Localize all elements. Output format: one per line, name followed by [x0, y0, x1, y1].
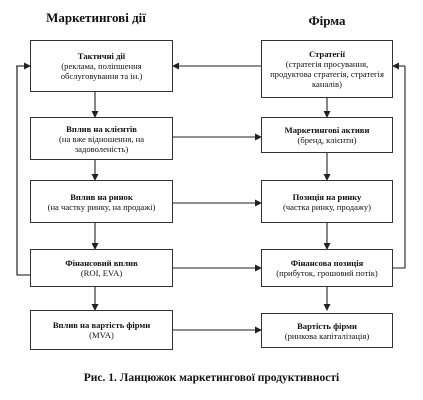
box-title: Вартість фірми: [297, 320, 357, 331]
box-strategies: Стратегії (стратегія просування, продукт…: [261, 40, 393, 98]
box-title: Тактичні дії: [77, 51, 126, 61]
box-subtitle: (реклама, поліпшення обслуговування та і…: [60, 61, 143, 81]
box-title: Маркетингові активи: [284, 125, 370, 135]
box-title: Вплив на ринок: [70, 191, 133, 202]
box-title: Вплив на вартість фірми: [52, 320, 151, 330]
box-title: Вплив на клієнтів: [66, 123, 137, 134]
figure-caption: Рис. 1. Ланцюжок маркетингової продуктив…: [83, 372, 340, 384]
left-loop-top: [16, 65, 18, 275]
box-subtitle: (бренд, клієнти): [297, 135, 357, 145]
box-market-position: Позиція на ринку (частка ринку, продажу): [261, 180, 393, 223]
box-subtitle: (на частку ринку, на продажі): [47, 201, 156, 212]
box-firm-value: Вартість фірми (ринкова капіталізація): [261, 313, 393, 348]
box-title: Стратегії: [309, 49, 345, 59]
box-financial-position: Фінансова позиція (прибуток, грошовий по…: [261, 249, 393, 287]
box-tactics: Тактичні дії (реклама, поліпшення обслуг…: [30, 40, 173, 92]
box-title: Фінансова позиція: [290, 258, 364, 268]
box-subtitle: (прибуток, грошовий потік): [276, 268, 378, 278]
box-title: Фінансовий вплив: [65, 258, 138, 268]
right-feedback-loop: [392, 66, 406, 269]
box-subtitle: (стратегія просування, продуктова страте…: [270, 59, 384, 89]
box-marketing-assets: Маркетингові активи (бренд, клієнти): [261, 117, 393, 153]
box-market-impact: Вплив на ринок (на частку ринку, на прод…: [30, 180, 173, 223]
box-financial-impact: Фінансовий вплив (ROI, EVA): [30, 249, 173, 287]
right-column-heading: Фірма: [308, 13, 346, 28]
box-subtitle: (ринкова капіталізація): [284, 330, 370, 341]
box-subtitle: (ROI, EVA): [80, 268, 123, 278]
box-subtitle: (на вже відношення, на задоволеність): [58, 133, 145, 154]
box-subtitle: (MVA): [89, 330, 114, 340]
box-value-impact: Вплив на вартість фірми (MVA): [30, 310, 173, 350]
left-column-heading: Маркетингові дії: [46, 10, 146, 25]
box-title: Позиція на ринку: [292, 191, 362, 202]
box-subtitle: (частка ринку, продажу): [282, 201, 372, 212]
box-customer-impact: Вплив на клієнтів (на вже відношення, на…: [30, 117, 173, 160]
